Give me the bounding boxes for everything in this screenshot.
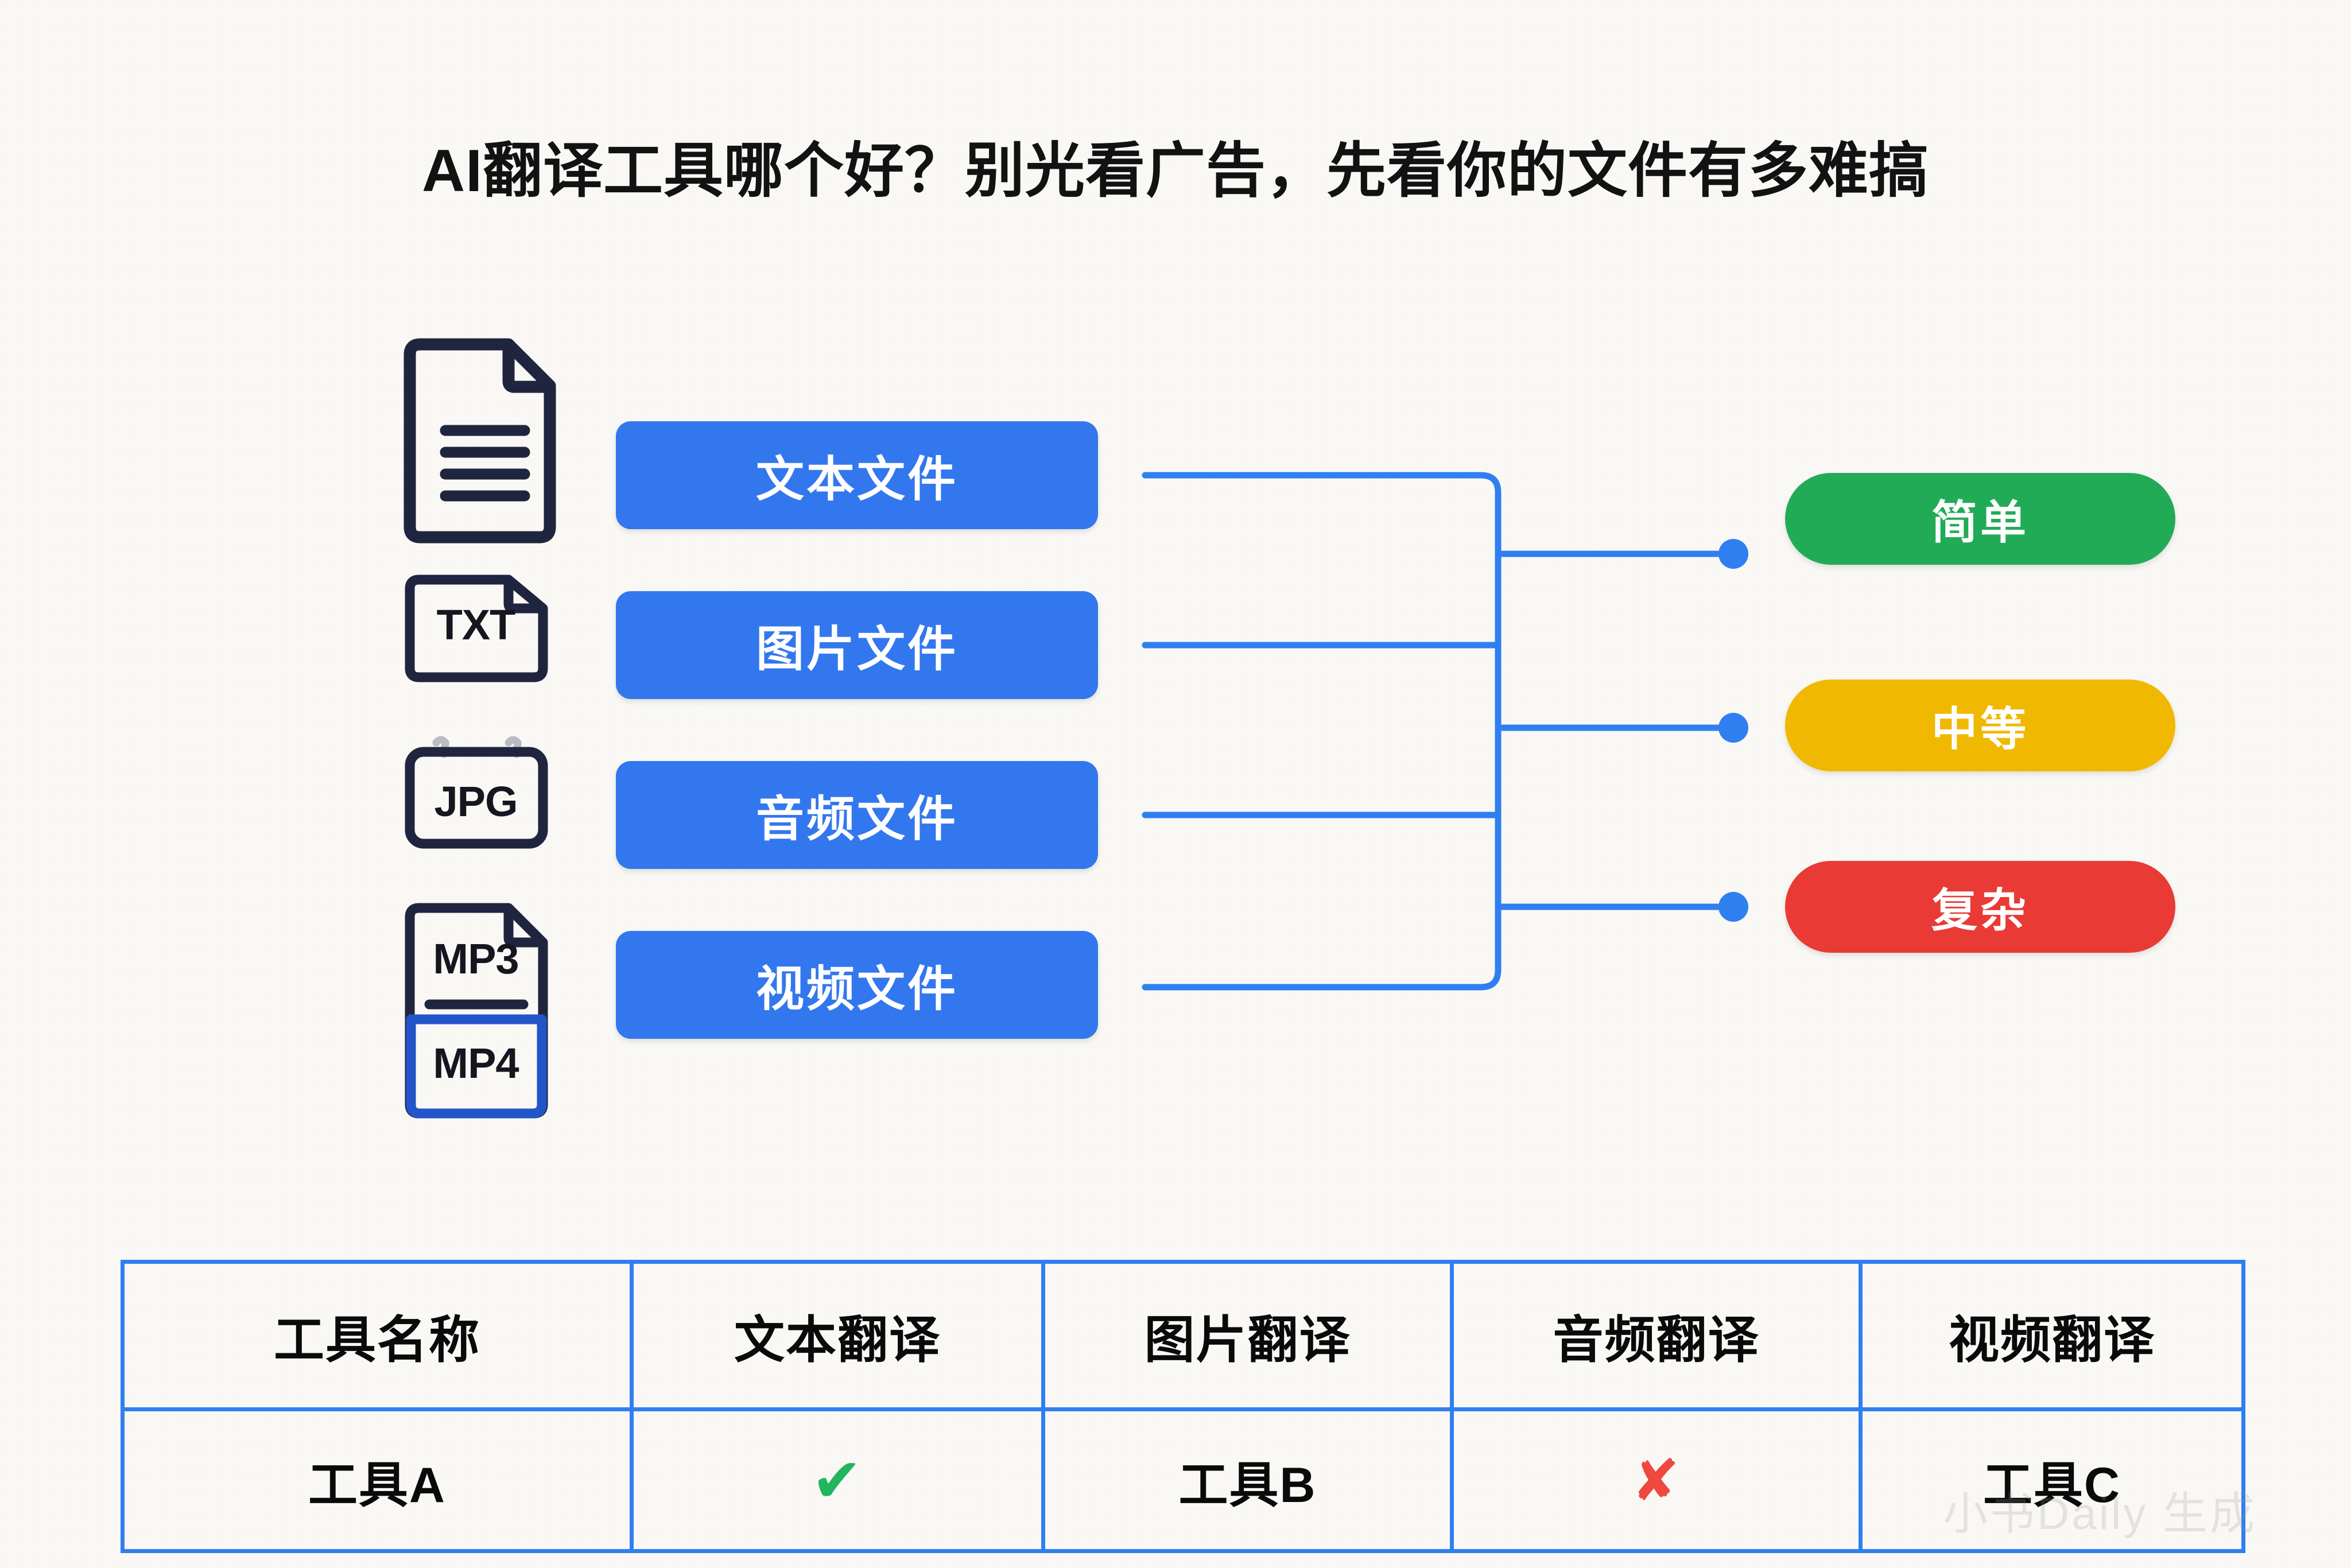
difficulty-label: 中等 [1931,704,2029,755]
connector-dot-easy [1718,539,1748,569]
difficulty-pill-easy[interactable]: 简单 [1785,473,2175,565]
difficulty-label: 简单 [1931,497,2029,548]
mp4-label: MP4 [433,1039,519,1087]
mp3-mp4-file-icon: MP3 MP4 [402,902,550,1120]
jpg-label: JPG [434,778,518,825]
category-pill-text[interactable]: 文本文件 [616,421,1098,529]
difficulty-label: 复杂 [1931,885,2029,936]
document-icon [396,337,557,544]
cell-image-translation: 工具B [1041,1407,1454,1553]
page-title: AI翻译工具哪个好？别光看广告，先看你的文件有多难搞 [421,138,1929,204]
category-label: 音频文件 [755,791,958,846]
cell-video-translation: 工具C [1859,1407,2245,1553]
category-label: 视频文件 [755,961,958,1016]
cell-text-translation: ✔ [630,1407,1045,1553]
connector-dot-complex [1718,892,1748,922]
txt-label: TXT [436,601,516,649]
category-label: 图片文件 [755,622,958,676]
check-icon: ✔ [811,1446,864,1515]
cell-tool-name: 工具A [121,1407,634,1553]
category-pill-audio[interactable]: 音频文件 [616,761,1098,869]
comparison-table: 工具名称 文本翻译 图片翻译 音频翻译 视频翻译 工具A ✔ 工具B ✘ 工具C [121,1260,2245,1553]
column-header-audio-trans: 音频翻译 [1450,1260,1863,1411]
connector-dot-medium [1718,713,1748,743]
difficulty-pill-complex[interactable]: 复杂 [1785,861,2175,953]
mp3-label: MP3 [433,935,519,983]
category-label: 文本文件 [755,452,958,506]
difficulty-pill-medium[interactable]: 中等 [1785,680,2175,771]
jpg-file-icon: JPG [402,735,550,849]
txt-file-icon: TXT [402,574,550,683]
table-row: 工具A ✔ 工具B ✘ 工具C [121,1407,2245,1553]
cross-icon: ✘ [1631,1448,1681,1513]
column-header-video-trans: 视频翻译 [1859,1260,2245,1411]
column-header-image-trans: 图片翻译 [1041,1260,1454,1411]
category-pill-image[interactable]: 图片文件 [616,591,1098,699]
table-header-row: 工具名称 文本翻译 图片翻译 音频翻译 视频翻译 [121,1260,2245,1411]
column-header-text-trans: 文本翻译 [630,1260,1045,1411]
category-pill-video[interactable]: 视频文件 [616,931,1098,1039]
cell-audio-translation: ✘ [1450,1407,1863,1553]
column-header-tool-name: 工具名称 [121,1260,634,1411]
